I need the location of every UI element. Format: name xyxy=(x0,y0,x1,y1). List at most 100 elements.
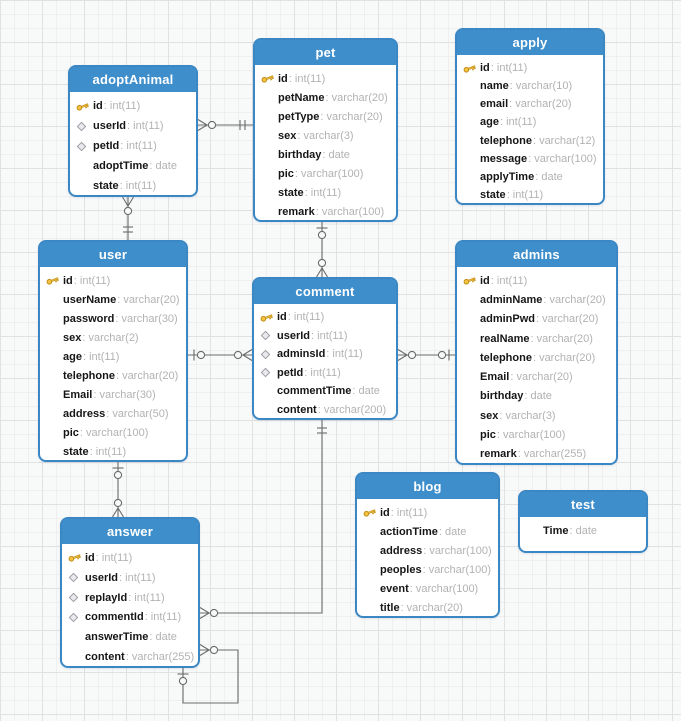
field-row[interactable]: realName: varchar(20) xyxy=(463,329,614,348)
table-title[interactable]: blog xyxy=(357,474,498,499)
table-title[interactable]: comment xyxy=(254,279,396,304)
field-row[interactable]: state: int(11) xyxy=(463,186,601,204)
field-row[interactable]: petType: varchar(20) xyxy=(261,107,394,126)
relationship-connector-user-comment[interactable] xyxy=(188,349,253,361)
table-title[interactable]: apply xyxy=(457,30,603,55)
relationship-connector-adoptAnimal-pet[interactable] xyxy=(197,119,253,131)
field-row[interactable]: title: varchar(20) xyxy=(363,598,496,617)
primary-key-icon xyxy=(463,274,480,287)
table-comment[interactable]: comment id: int(11)userId: int(11)adminsI… xyxy=(252,277,398,420)
field-name: replayId xyxy=(85,591,128,604)
field-row[interactable]: pic: varchar(100) xyxy=(463,425,614,444)
table-admins[interactable]: admins id: int(11)adminName: varchar(20)a… xyxy=(455,240,618,465)
field-row[interactable]: petId: int(11) xyxy=(260,364,394,383)
field-row[interactable]: address: varchar(100) xyxy=(363,541,496,560)
field-name: content xyxy=(277,403,317,416)
field-row[interactable]: id: int(11) xyxy=(463,271,614,290)
relationship-connector-pet-comment[interactable] xyxy=(316,222,328,278)
table-adoptAnimal[interactable]: adoptAnimal id: int(11)userId: int(11)pet… xyxy=(68,65,198,197)
field-row[interactable]: birthday: date xyxy=(463,387,614,406)
field-name: pic xyxy=(480,429,496,442)
table-apply[interactable]: apply id: int(11)name: varchar(10)email: … xyxy=(455,28,605,205)
table-title[interactable]: answer xyxy=(62,519,198,544)
field-name: state xyxy=(93,180,119,192)
table-title[interactable]: adoptAnimal xyxy=(70,67,196,92)
field-row[interactable]: sex: varchar(3) xyxy=(463,406,614,425)
field-name: address xyxy=(63,407,106,420)
field-row[interactable]: id: int(11) xyxy=(261,69,394,88)
table-fields: id: int(11)userName: varchar(20)password… xyxy=(40,267,186,461)
field-row[interactable]: id: int(11) xyxy=(463,59,601,77)
table-pet[interactable]: pet id: int(11)petName: varchar(20)petTyp… xyxy=(253,38,398,222)
field-row[interactable]: adminPwd: varchar(20) xyxy=(463,310,614,329)
field-name: birthday xyxy=(480,390,524,403)
field-row[interactable]: content: varchar(200) xyxy=(260,401,394,420)
field-row[interactable]: age: int(11) xyxy=(463,113,601,131)
field-row[interactable]: pic: varchar(100) xyxy=(261,164,394,183)
field-row[interactable]: telephone: varchar(20) xyxy=(463,348,614,367)
field-row[interactable]: petId: int(11) xyxy=(76,136,194,156)
field-row[interactable]: replayId: int(11) xyxy=(68,588,196,608)
field-row[interactable]: Time: date xyxy=(526,521,644,541)
field-row[interactable]: commentId: int(11) xyxy=(68,607,196,627)
field-row[interactable]: content: varchar(255) xyxy=(68,647,196,667)
field-row[interactable]: applyTime: date xyxy=(463,168,601,186)
field-row[interactable]: sex: varchar(2) xyxy=(46,328,184,347)
relationship-connector-user-answer[interactable] xyxy=(112,462,124,518)
field-row[interactable]: pic: varchar(100) xyxy=(46,423,184,442)
field-row[interactable]: Email: varchar(20) xyxy=(463,367,614,386)
field-row[interactable]: address: varchar(50) xyxy=(46,404,184,423)
field-row[interactable]: birthday: date xyxy=(261,145,394,164)
relationship-connector-comment-admins[interactable] xyxy=(397,349,455,361)
field-row[interactable]: adoptTime: date xyxy=(76,156,194,176)
field-row[interactable]: userId: int(11) xyxy=(68,568,196,588)
field-row[interactable]: id: int(11) xyxy=(260,308,394,327)
table-title[interactable]: test xyxy=(520,492,646,517)
field-row[interactable]: sex: varchar(3) xyxy=(261,126,394,145)
field-row[interactable]: state: int(11) xyxy=(46,442,184,461)
field-row[interactable]: state: int(11) xyxy=(261,183,394,202)
relationship-connector-adoptAnimal-user[interactable] xyxy=(122,196,134,240)
field-row[interactable]: event: varchar(100) xyxy=(363,579,496,598)
field-row[interactable]: state: int(11) xyxy=(76,176,194,196)
field-row[interactable]: answerTime: date xyxy=(68,627,196,647)
field-row[interactable]: adminsId: int(11) xyxy=(260,345,394,364)
relationship-connector-comment-answer[interactable] xyxy=(199,420,327,619)
field-type: : date xyxy=(149,160,177,172)
field-row[interactable]: name: varchar(10) xyxy=(463,77,601,95)
field-row[interactable]: peoples: varchar(100) xyxy=(363,560,496,579)
table-fields: id: int(11)userId: int(11)replayId: int(… xyxy=(62,544,198,667)
field-row[interactable]: userId: int(11) xyxy=(260,327,394,346)
field-row[interactable]: remark: varchar(100) xyxy=(261,202,394,221)
field-row[interactable]: email: varchar(20) xyxy=(463,95,601,113)
relationship-connector-answer-answer[interactable] xyxy=(177,644,239,704)
field-row[interactable]: userName: varchar(20) xyxy=(46,290,184,309)
field-row[interactable]: message: varchar(100) xyxy=(463,150,601,168)
field-row[interactable]: telephone: varchar(20) xyxy=(46,366,184,385)
field-row[interactable]: telephone: varchar(12) xyxy=(463,132,601,150)
field-type: : date xyxy=(524,390,552,403)
field-row[interactable]: age: int(11) xyxy=(46,347,184,366)
field-row[interactable]: id: int(11) xyxy=(363,503,496,522)
field-row[interactable]: actionTime: date xyxy=(363,522,496,541)
field-row[interactable]: id: int(11) xyxy=(46,271,184,290)
field-type: : varchar(100) xyxy=(79,426,149,439)
field-name: event xyxy=(380,582,409,595)
table-title[interactable]: user xyxy=(40,242,186,267)
field-row[interactable]: id: int(11) xyxy=(76,96,194,116)
field-row[interactable]: Email: varchar(30) xyxy=(46,385,184,404)
field-row[interactable]: id: int(11) xyxy=(68,548,196,568)
field-row[interactable]: userId: int(11) xyxy=(76,116,194,136)
field-row[interactable]: petName: varchar(20) xyxy=(261,88,394,107)
field-row[interactable]: commentTime: date xyxy=(260,382,394,401)
table-title[interactable]: admins xyxy=(457,242,616,267)
field-row[interactable]: adminName: varchar(20) xyxy=(463,290,614,309)
field-row[interactable]: remark: varchar(255) xyxy=(463,445,614,464)
table-title[interactable]: pet xyxy=(255,40,396,65)
field-row[interactable]: password: varchar(30) xyxy=(46,309,184,328)
